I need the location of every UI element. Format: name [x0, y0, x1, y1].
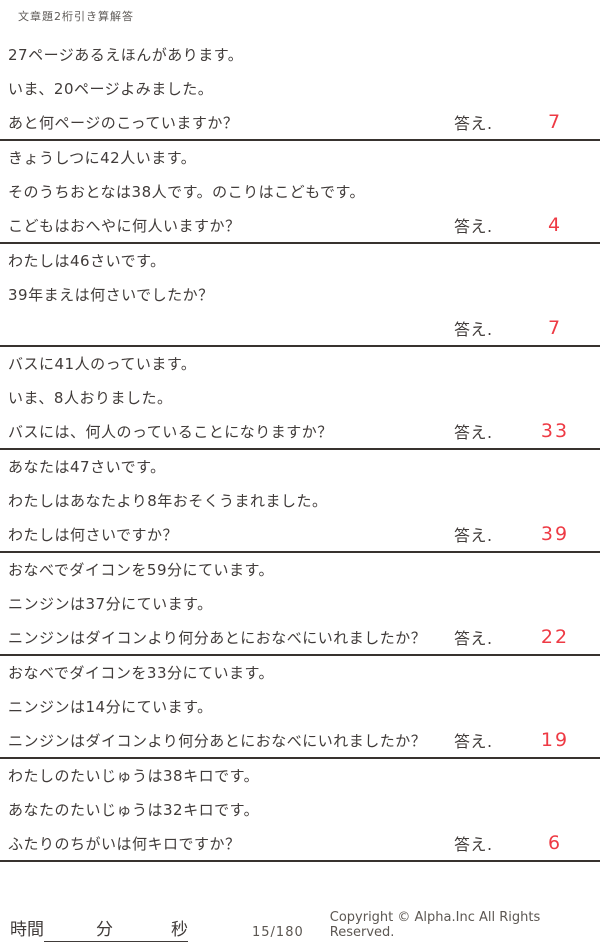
minutes-label: 分	[96, 920, 113, 940]
statement-text: わたしはあなたより8年おそくうまれました。	[8, 491, 328, 510]
question-text: ニンジンはダイコンより何分あとにおなべにいれましたか？	[8, 731, 427, 750]
answer-label: 答え.	[454, 320, 493, 340]
question-text: ふたりのちがいは何キロですか？	[8, 834, 241, 853]
problem-line: ニンジンは37分にています。	[0, 587, 600, 621]
statement-text: 39年まえは何さいでしたか？	[8, 285, 214, 304]
answer-value: 22	[540, 626, 570, 649]
question-text: わたしは何さいですか？	[8, 525, 179, 544]
problem-question-row: バスには、何人のっていることになりますか？ 答え. 33	[0, 414, 600, 448]
problem: きょうしつに42人います。そのうちおとなは38人です。のこりはこどもです。こども…	[0, 141, 600, 244]
answer-label: 答え.	[454, 835, 493, 855]
statement-text: わたしのたいじゅうは38キロです。	[8, 767, 260, 786]
answer-label: 答え.	[454, 423, 493, 443]
answer-label: 答え.	[454, 114, 493, 134]
statement-text: バスに41人のっています。	[8, 355, 197, 374]
statement-text: おなべでダイコンを33分にています。	[8, 664, 274, 683]
statement-text: あなたのたいじゅうは32キロです。	[8, 800, 260, 819]
copyright-notice: Copyright © Alpha.Inc All Rights Reserve…	[329, 910, 541, 940]
problem-line: そのうちおとなは38人です。のこりはこどもです。	[0, 175, 600, 209]
problem-line: いま、8人おりました。	[0, 381, 600, 415]
answer-value: 6	[547, 832, 563, 855]
problem-question-row: ふたりのちがいは何キロですか？ 答え. 6	[0, 826, 600, 860]
problem-line: わたしは46さいです。	[0, 244, 600, 278]
worksheet-title: 文章題2桁引き算解答	[18, 10, 134, 23]
problem-question-row: ニンジンはダイコンより何分あとにおなべにいれましたか？ 答え. 22	[0, 620, 600, 654]
problem: わたしのたいじゅうは38キロです。あなたのたいじゅうは32キロです。ふたりのちが…	[0, 759, 600, 862]
problem: おなべでダイコンを59分にています。ニンジンは37分にています。ニンジンはダイコ…	[0, 553, 600, 656]
problem-line: わたしはあなたより8年おそくうまれました。	[0, 484, 600, 518]
problem-line: ニンジンは14分にています。	[0, 690, 600, 724]
page-number: 15/180	[252, 925, 304, 940]
time-label: 時間	[10, 920, 44, 940]
answer-only-row: 答え. 7	[0, 311, 600, 345]
problem-line: おなべでダイコンを33分にています。	[0, 656, 600, 690]
problem: バスに41人のっています。いま、8人おりました。バスには、何人のっていることにな…	[0, 347, 600, 450]
problem-question-row: あと何ページのこっていますか？ 答え. 7	[0, 105, 600, 139]
answer-label: 答え.	[454, 629, 493, 649]
statement-text: 27ページあるえほんがあります。	[8, 46, 244, 65]
question-text: こどもはおへやに何人いますか？	[8, 216, 241, 235]
statement-text: ニンジンは14分にています。	[8, 697, 213, 716]
problem-question-row: こどもはおへやに何人いますか？ 答え. 4	[0, 208, 600, 242]
statement-text: きょうしつに42人います。	[8, 149, 197, 168]
problem-line: わたしのたいじゅうは38キロです。	[0, 759, 600, 793]
footer: 時間分秒 15/180 Copyright © Alpha.Inc All Ri…	[0, 910, 600, 942]
problem-list: 27ページあるえほんがあります。いま、20ページよみました。あと何ページのこって…	[0, 38, 600, 862]
problem: おなべでダイコンを33分にています。ニンジンは14分にています。ニンジンはダイコ…	[0, 656, 600, 759]
answer-label: 答え.	[454, 217, 493, 237]
problem: 27ページあるえほんがあります。いま、20ページよみました。あと何ページのこって…	[0, 38, 600, 141]
statement-text: いま、20ページよみました。	[8, 79, 214, 98]
problem: あなたは47さいです。わたしはあなたより8年おそくうまれました。わたしは何さいで…	[0, 450, 600, 553]
problem-question-row: わたしは何さいですか？ 答え. 39	[0, 517, 600, 551]
problem-line: いま、20ページよみました。	[0, 72, 600, 106]
question-text: あと何ページのこっていますか？	[8, 113, 239, 132]
question-text: バスには、何人のっていることになりますか？	[8, 422, 333, 441]
answer-value: 7	[547, 317, 563, 340]
answer-value: 7	[547, 111, 563, 134]
problem-line: あなたのたいじゅうは32キロです。	[0, 793, 600, 827]
statement-text: おなべでダイコンを59分にています。	[8, 561, 274, 580]
time-blank-line: 分秒	[44, 915, 188, 942]
problem-question-row: ニンジンはダイコンより何分あとにおなべにいれましたか？ 答え. 19	[0, 723, 600, 757]
statement-text: そのうちおとなは38人です。のこりはこどもです。	[8, 182, 366, 201]
problem-line: おなべでダイコンを59分にています。	[0, 553, 600, 587]
problem-line: バスに41人のっています。	[0, 347, 600, 381]
statement-text: わたしは46さいです。	[8, 252, 166, 271]
statement-text: ニンジンは37分にています。	[8, 594, 213, 613]
seconds-label: 秒	[171, 920, 188, 940]
problem-line: 27ページあるえほんがあります。	[0, 38, 600, 72]
problem-line: きょうしつに42人います。	[0, 141, 600, 175]
answer-label: 答え.	[454, 732, 493, 752]
answer-value: 4	[547, 214, 563, 237]
problem: わたしは46さいです。 39年まえは何さいでしたか？ 答え. 7	[0, 244, 600, 347]
answer-label: 答え.	[454, 526, 493, 546]
answer-value: 33	[540, 420, 570, 443]
problem-line: 39年まえは何さいでしたか？	[0, 278, 600, 312]
answer-value: 39	[540, 523, 570, 546]
question-text: ニンジンはダイコンより何分あとにおなべにいれましたか？	[8, 628, 427, 647]
time-entry: 時間分秒	[10, 915, 188, 942]
statement-text: いま、8人おりました。	[8, 388, 173, 407]
answer-value: 19	[540, 729, 570, 752]
problem-line: あなたは47さいです。	[0, 450, 600, 484]
statement-text: あなたは47さいです。	[8, 458, 166, 477]
